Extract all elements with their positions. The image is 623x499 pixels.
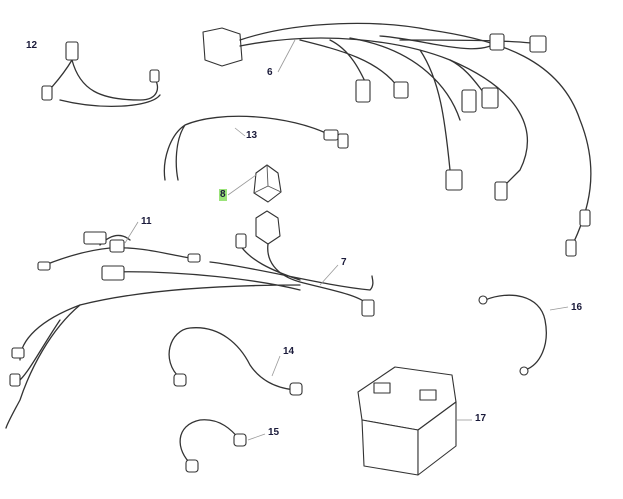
part-11-harness[interactable]: [37, 221, 201, 271]
callout-14[interactable]: 14: [283, 346, 295, 357]
callout-8[interactable]: 8: [219, 189, 227, 201]
callout-15[interactable]: 15: [268, 427, 280, 438]
part-6-main-harness[interactable]: [202, 22, 592, 257]
callout-6[interactable]: 6: [267, 67, 273, 78]
part-13-harness[interactable]: [163, 115, 349, 181]
part-15-cable[interactable]: [179, 419, 266, 473]
part-17-battery[interactable]: [357, 366, 472, 476]
part-16-cable[interactable]: [478, 294, 569, 376]
part-12-harness[interactable]: [41, 41, 161, 107]
callout-16[interactable]: 16: [571, 302, 583, 313]
part-8-relay[interactable]: [227, 164, 282, 203]
callout-11[interactable]: 11: [141, 216, 152, 227]
part-7-harness[interactable]: [5, 210, 375, 429]
callout-12[interactable]: 12: [26, 40, 38, 51]
part-14-cable[interactable]: [168, 327, 303, 396]
callout-13[interactable]: 13: [246, 130, 258, 141]
callout-7[interactable]: 7: [341, 257, 347, 268]
callout-17[interactable]: 17: [475, 413, 487, 424]
